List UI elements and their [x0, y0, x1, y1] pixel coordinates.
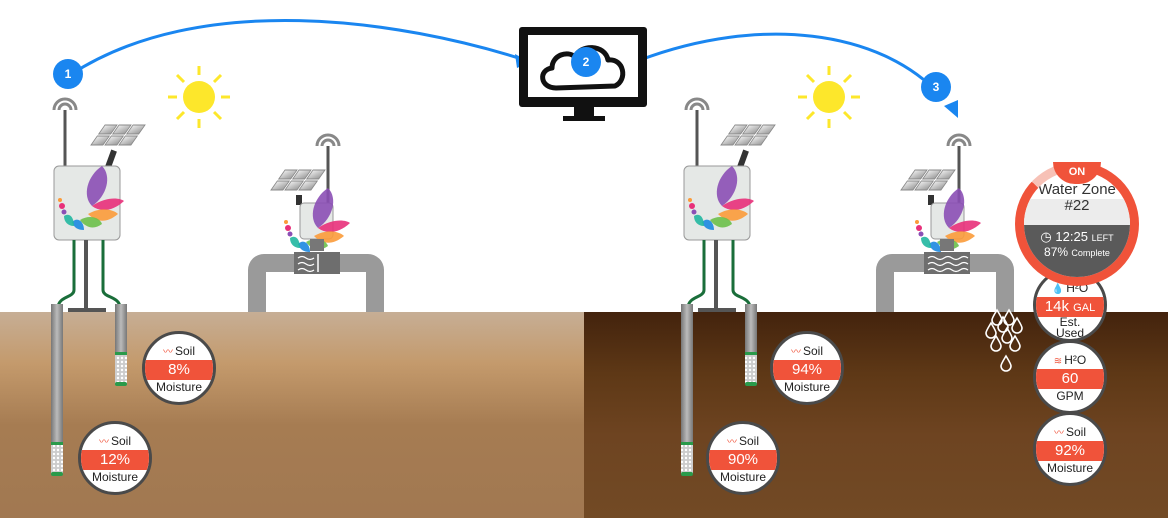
soil-moisture-gauge-shallow-wet: 〰Soil 94% Moisture — [770, 331, 844, 405]
wifi-antenna-icon — [315, 133, 341, 148]
sensor-station-dry — [51, 97, 146, 476]
moisture-value: 12% — [81, 450, 149, 470]
trend-line-icon: 〰 — [98, 437, 109, 448]
solar-panel-icon — [90, 124, 146, 146]
water-zone-status-dial: Water Zone#22 ◷ 12:25 LEFT 87% Complete … — [1015, 162, 1139, 286]
trend-line-icon: 〰 — [162, 347, 173, 358]
step-badge-3: 3 — [921, 72, 951, 102]
valve-station-dry — [248, 133, 384, 312]
arrowhead-icon — [944, 100, 958, 118]
sun-icon — [166, 64, 232, 130]
solar-panel-icon — [900, 169, 956, 191]
pipe — [876, 254, 1014, 312]
trend-line-icon: 〰 — [790, 347, 801, 358]
sun-icon — [796, 64, 862, 130]
solar-panel-icon — [720, 124, 776, 146]
water-flow-icon: ≋ — [1053, 356, 1063, 367]
water-flow-icon — [927, 255, 969, 273]
flow-rate-gauge: ≋H²O 60 GPM — [1033, 340, 1107, 414]
sensor-station-wet — [681, 97, 776, 476]
soil-moisture-gauge-shallow-dry: 〰Soil 8% Moisture — [142, 331, 216, 405]
soil-moisture-gauge-deep-wet: 〰Soil 90% Moisture — [706, 421, 780, 495]
trend-line-icon: 〰 — [1053, 428, 1064, 439]
step-badge-1: 1 — [53, 59, 83, 89]
valve-station-wet — [876, 133, 1023, 372]
soil-moisture-gauge-deep-dry: 〰Soil 12% Moisture — [78, 421, 152, 495]
moisture-value: 94% — [773, 360, 841, 380]
flow-arrow-1-to-2 — [69, 18, 526, 77]
zone-on-badge[interactable]: ON — [1053, 162, 1101, 184]
trend-line-icon: 〰 — [726, 437, 737, 448]
clock-icon: ◷ — [1040, 229, 1052, 244]
solar-panel-icon — [270, 169, 326, 191]
moisture-value: 8% — [145, 360, 213, 380]
step-badge-2: 2 — [571, 47, 601, 77]
wifi-antenna-icon — [946, 133, 972, 148]
wifi-antenna-icon — [52, 97, 78, 112]
flow-arrow-2-to-3 — [639, 32, 942, 97]
water-flow-icon — [297, 255, 315, 273]
pipe — [248, 254, 384, 312]
water-drops-icon — [985, 309, 1023, 372]
moisture-value: 90% — [709, 450, 777, 470]
zone-soil-moisture-gauge: 〰Soil 92% Moisture — [1033, 412, 1107, 486]
zone-number: #22 — [1064, 197, 1090, 214]
zone-title: Water Zone — [1038, 181, 1116, 198]
water-drop-icon: 💧 — [1051, 284, 1065, 295]
wifi-antenna-icon — [684, 97, 710, 112]
